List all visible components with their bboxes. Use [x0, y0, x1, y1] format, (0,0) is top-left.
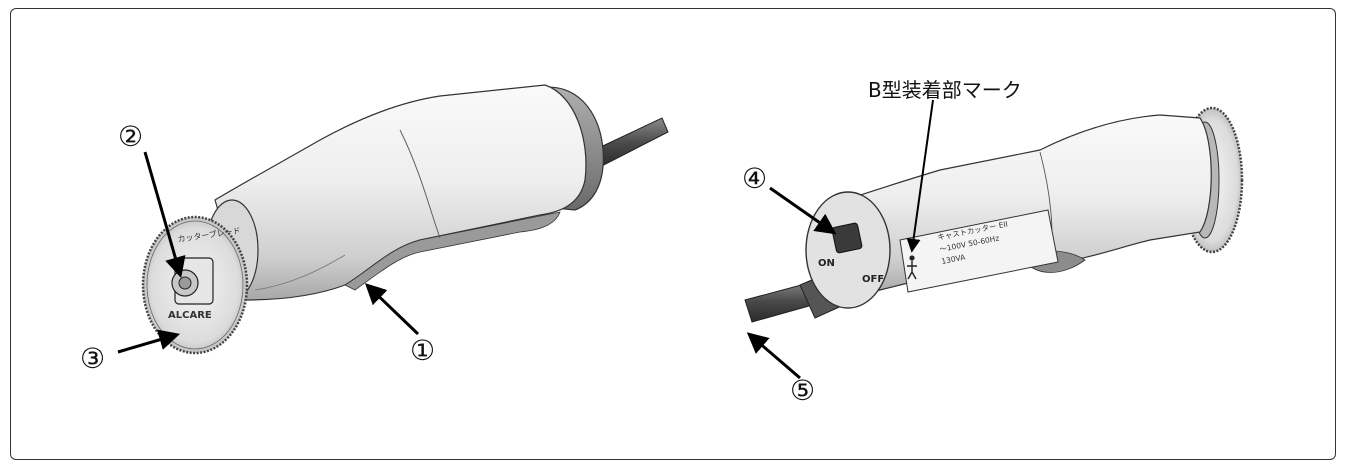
arrow-4 [769, 186, 837, 235]
arrow-5 [746, 332, 801, 380]
arrow-b-type-mark [906, 99, 934, 253]
callout-labels: ② ③ ① ④ ⑤ B型装着部マーク [80, 78, 1022, 407]
callout-2: ② [118, 120, 143, 153]
right-cast-cutter: ON OFF キャストカッター EII ～100V 50-60Hz 130VA [744, 106, 1244, 323]
right-switch-off-label: OFF [862, 274, 884, 285]
left-seam-line [399, 129, 441, 239]
callout-5: ⑤ [790, 374, 815, 407]
b-type-applied-part-icon [907, 255, 917, 280]
right-nameplate: キャストカッター EII ～100V 50-60Hz 130VA [899, 209, 1059, 293]
callout-4: ④ [742, 162, 767, 195]
left-cast-cutter: カッターブレード ALCARE [141, 84, 669, 355]
callout-3: ③ [80, 342, 105, 375]
arrow-1 [364, 283, 420, 336]
right-switch-on-label: ON [818, 258, 835, 269]
right-power-switch [831, 222, 863, 254]
left-hub-bolt [178, 276, 192, 290]
left-grip-edge [254, 254, 346, 291]
callout-arrows [117, 99, 934, 380]
left-brand-logo: ALCARE [168, 310, 212, 321]
arrow-2 [143, 151, 186, 279]
arrow-3 [117, 329, 181, 354]
b-type-mark-label: B型装着部マーク [868, 78, 1022, 102]
callout-1: ① [410, 334, 435, 367]
left-handle-grip-shadow [344, 211, 561, 291]
left-handle-body [214, 84, 587, 301]
